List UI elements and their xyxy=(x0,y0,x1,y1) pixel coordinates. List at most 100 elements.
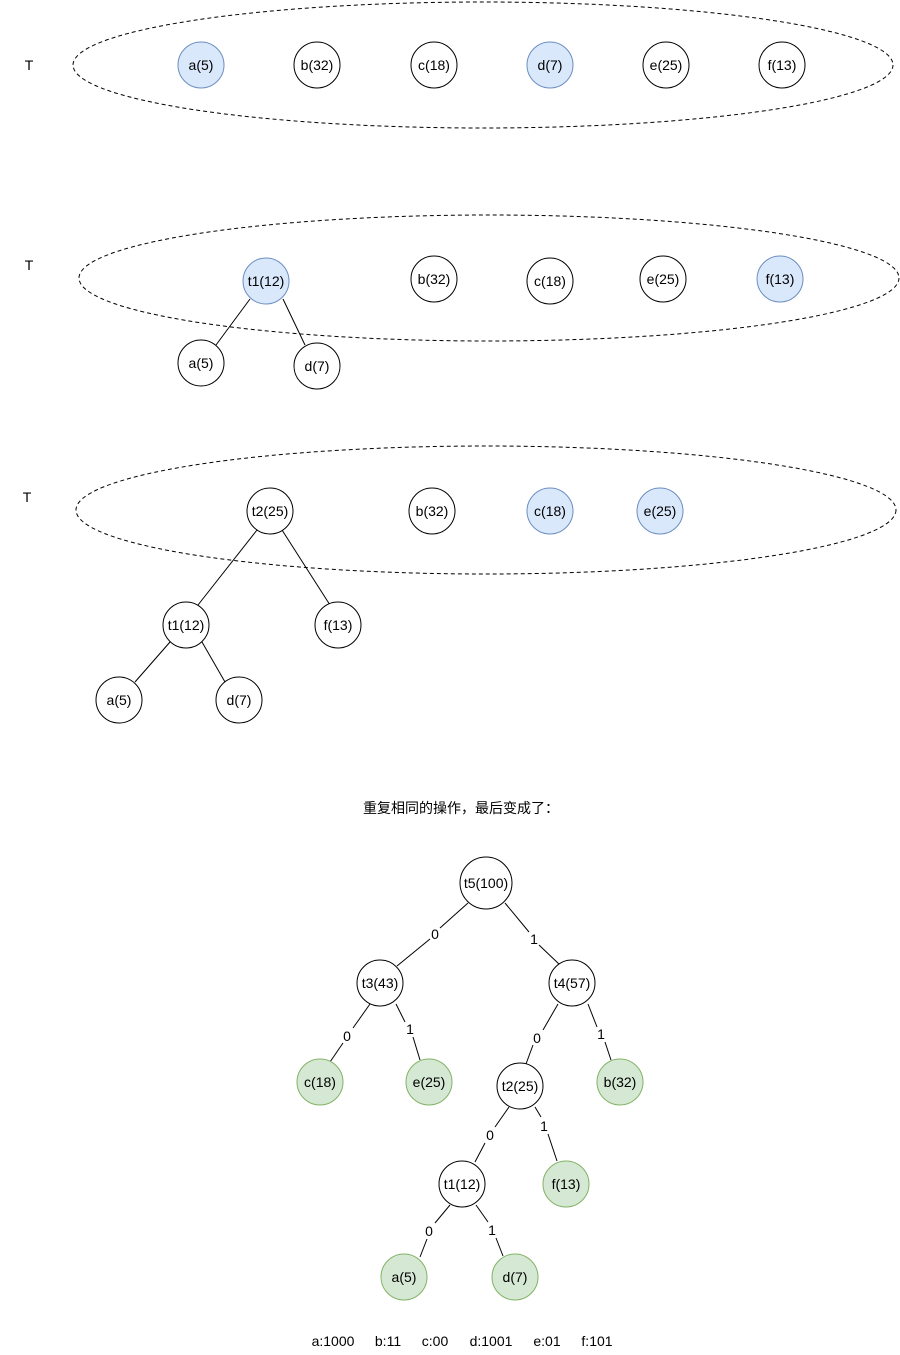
tree-edge: 0 xyxy=(525,1003,559,1065)
node-label: c(18) xyxy=(418,57,450,73)
code-f: f:101 xyxy=(581,1333,612,1349)
node-label: b(32) xyxy=(416,503,449,519)
node-label: d(7) xyxy=(305,358,330,374)
node-label: f(13) xyxy=(324,617,353,633)
tree-node: d(7) xyxy=(491,1253,539,1301)
stage-2-node: t1(12) xyxy=(242,257,290,305)
node-label: c(18) xyxy=(534,503,566,519)
node-label: e(25) xyxy=(644,503,677,519)
stage-3-node: b(32) xyxy=(408,487,456,535)
tree-edge xyxy=(134,641,171,683)
stage-1-node: f(13) xyxy=(758,41,806,89)
tree-edge xyxy=(281,529,331,606)
huffman-codes: a:1000 b:11 c:00 d:1001 e:01 f:101 xyxy=(312,1333,613,1349)
stage-3-set-ellipse xyxy=(75,445,897,575)
edge-label: 1 xyxy=(530,931,538,947)
tree-node: b(32) xyxy=(596,1058,644,1106)
edge-label: 1 xyxy=(406,1021,414,1037)
stage-2: T t1(12) b(32) c(18) e(25) f(13) a(5) xyxy=(25,214,900,390)
edge-label: 1 xyxy=(597,1026,605,1042)
stage-1-node: e(25) xyxy=(642,41,690,89)
stage-2-node: c(18) xyxy=(526,257,574,305)
stage-1: T a(5) b(32) c(18) d(7) e(25) f(13) xyxy=(25,1,894,129)
node-label: t1(12) xyxy=(168,617,205,633)
code-c: c:00 xyxy=(422,1333,449,1349)
node-label: a(5) xyxy=(189,355,214,371)
stage-2-node: b(32) xyxy=(410,255,458,303)
tree-node: f(13) xyxy=(542,1160,590,1208)
node-label: c(18) xyxy=(534,273,566,289)
code-b: b:11 xyxy=(375,1333,401,1349)
node-label: t4(57) xyxy=(554,975,591,991)
tree-edge xyxy=(197,529,258,606)
stage-3-node: a(5) xyxy=(95,676,143,724)
stage-3-node: e(25) xyxy=(636,487,684,535)
stage-2-node: f(13) xyxy=(756,255,804,303)
tree-edge: 1 xyxy=(504,902,561,966)
node-label: t3(43) xyxy=(362,975,399,991)
node-label: e(25) xyxy=(413,1074,446,1090)
tree-edge: 0 xyxy=(396,902,469,967)
node-label: b(32) xyxy=(301,57,334,73)
tree-node: a(5) xyxy=(380,1253,428,1301)
node-label: e(25) xyxy=(647,271,680,287)
tree-edge xyxy=(215,298,251,346)
tree-edge: 1 xyxy=(395,1003,421,1061)
tree-node: e(25) xyxy=(405,1058,453,1106)
code-e: e:01 xyxy=(533,1333,560,1349)
stage-3-node: t2(25) xyxy=(246,487,294,535)
tree-edge: 0 xyxy=(329,1003,371,1063)
stage-1-set-ellipse xyxy=(72,1,894,129)
edge-label: 0 xyxy=(425,1223,433,1239)
node-label: e(25) xyxy=(650,57,683,73)
stage-1-node: b(32) xyxy=(293,41,341,89)
tree-node: t1(12) xyxy=(438,1160,486,1208)
code-a: a:1000 xyxy=(312,1333,355,1349)
tree-node: t5(100) xyxy=(459,856,513,910)
node-label: a(5) xyxy=(189,57,214,73)
stage-3: T t2(25) b(32) c(18) e(25) t1(12) f(13) xyxy=(23,445,897,724)
stage-3-node: c(18) xyxy=(526,487,574,535)
edge-label: 1 xyxy=(488,1222,496,1238)
tree-edge: 1 xyxy=(587,1003,612,1061)
stage-1-node: c(18) xyxy=(410,41,458,89)
stage-2-node: e(25) xyxy=(639,255,687,303)
node-label: t2(25) xyxy=(502,1078,539,1094)
final-tree: 0 1 0 1 0 1 0 xyxy=(296,856,644,1301)
node-label: d(7) xyxy=(538,57,563,73)
tree-edge: 1 xyxy=(475,1204,504,1257)
node-label: a(5) xyxy=(392,1269,417,1285)
stage-2-set-ellipse xyxy=(78,214,900,342)
stage-2-node: d(7) xyxy=(293,342,341,390)
node-label: d(7) xyxy=(503,1269,528,1285)
tree-node: t3(43) xyxy=(356,959,404,1007)
edge-label: 0 xyxy=(431,926,439,942)
stage-2-set-label: T xyxy=(25,257,34,273)
tree-node: t4(57) xyxy=(548,959,596,1007)
stage-3-node: d(7) xyxy=(215,676,263,724)
edge-label: 0 xyxy=(533,1030,541,1046)
stage-3-node: f(13) xyxy=(314,601,362,649)
node-label: t1(12) xyxy=(444,1176,481,1192)
tree-edge: 1 xyxy=(534,1106,558,1162)
tree-edge: 0 xyxy=(474,1106,510,1163)
stage-2-node: a(5) xyxy=(177,339,225,387)
node-label: f(13) xyxy=(768,57,797,73)
tree-edge xyxy=(201,641,226,683)
stage-1-set-label: T xyxy=(25,57,34,73)
tree-edge xyxy=(282,298,306,346)
node-label: t1(12) xyxy=(248,273,285,289)
caption: 重复相同的操作，最后变成了： xyxy=(363,800,559,816)
edge-label: 0 xyxy=(486,1127,494,1143)
edge-label: 0 xyxy=(343,1028,351,1044)
node-label: t2(25) xyxy=(252,503,289,519)
node-label: t5(100) xyxy=(464,875,508,891)
node-label: f(13) xyxy=(552,1176,581,1192)
stage-3-node: t1(12) xyxy=(162,601,210,649)
stage-1-node: a(5) xyxy=(177,41,225,89)
stage-3-set-label: T xyxy=(23,489,32,505)
node-label: b(32) xyxy=(604,1074,637,1090)
code-d: d:1001 xyxy=(470,1333,513,1349)
node-label: a(5) xyxy=(107,692,132,708)
node-label: b(32) xyxy=(418,271,451,287)
